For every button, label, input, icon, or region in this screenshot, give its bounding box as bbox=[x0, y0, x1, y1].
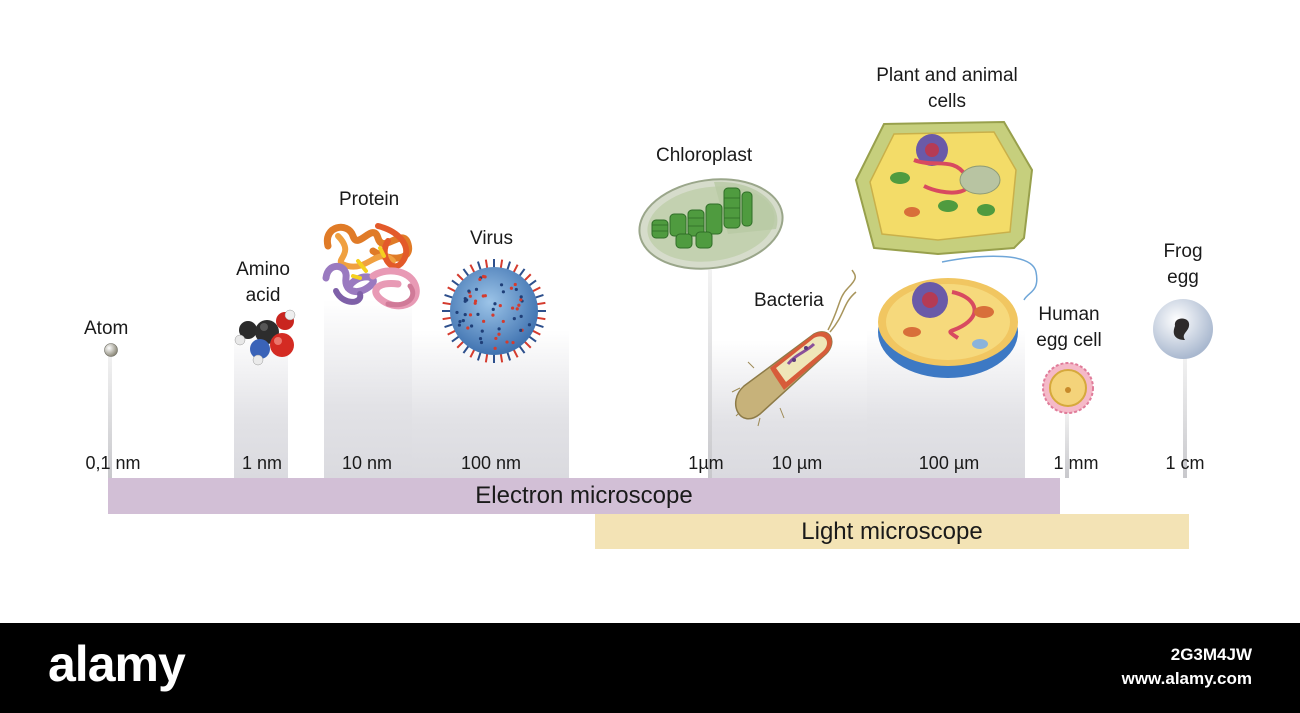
virus-dot bbox=[469, 295, 472, 298]
virus-dot bbox=[455, 311, 458, 314]
virus-dot bbox=[464, 313, 467, 316]
label-chloroplast: Chloroplast bbox=[656, 143, 752, 169]
scale-label-1cm: 1 cm bbox=[1165, 453, 1204, 474]
human-egg-cell-icon bbox=[1038, 360, 1098, 416]
virus-dot bbox=[528, 323, 531, 326]
virus-dot bbox=[482, 275, 485, 278]
label-frog-egg-line2: egg bbox=[1155, 265, 1211, 291]
scale-label-10um: 10 µm bbox=[772, 453, 822, 474]
virus-dot bbox=[476, 313, 479, 316]
footer-bar: alamy 2G3M4JW www.alamy.com bbox=[0, 623, 1300, 713]
virus-dot bbox=[480, 341, 483, 344]
scale-label-100nm: 100 nm bbox=[461, 453, 521, 474]
virus-dot bbox=[464, 300, 467, 303]
virus-dot bbox=[466, 326, 469, 329]
chloroplast-icon bbox=[636, 174, 786, 274]
amino-acid-icon bbox=[232, 308, 298, 370]
virus-dot bbox=[513, 317, 516, 320]
virus-dot bbox=[517, 304, 520, 307]
frog-egg-icon bbox=[1151, 298, 1215, 360]
electron-microscope-label: Electron microscope bbox=[475, 482, 692, 510]
label-plant-animal-line1: Plant and animal bbox=[862, 63, 1032, 89]
virus-dot bbox=[499, 304, 502, 307]
column-protein bbox=[324, 300, 412, 478]
protein-icon bbox=[318, 216, 422, 312]
label-amino-acid: Amino acid bbox=[228, 257, 298, 309]
virus-dot bbox=[516, 307, 519, 310]
label-protein: Protein bbox=[339, 187, 399, 213]
virus-dot bbox=[519, 329, 522, 332]
virus-dot bbox=[458, 320, 461, 323]
electron-microscope-bar: Electron microscope bbox=[108, 478, 1060, 514]
label-atom: Atom bbox=[84, 316, 128, 342]
virus-dot bbox=[482, 320, 485, 323]
virus-dot bbox=[475, 288, 478, 291]
virus-dot bbox=[462, 319, 465, 322]
virus-dot bbox=[502, 290, 505, 293]
virus-dot bbox=[458, 323, 461, 326]
virus-dot bbox=[520, 315, 523, 318]
label-amino-acid-line1: Amino bbox=[228, 257, 298, 283]
virus-dot bbox=[474, 299, 477, 302]
scale-label-1nm: 1 nm bbox=[242, 453, 282, 474]
footer-logo: alamy bbox=[48, 635, 185, 693]
footer-image-id: 2G3M4JW bbox=[1171, 645, 1252, 665]
virus-dot bbox=[481, 330, 484, 333]
virus-dot bbox=[492, 308, 495, 311]
virus-dot bbox=[515, 288, 518, 291]
virus-dot bbox=[514, 283, 517, 286]
virus-dot bbox=[478, 278, 481, 281]
label-plant-animal-line2: cells bbox=[862, 89, 1032, 115]
virus-dot bbox=[500, 283, 503, 286]
plant-cell-icon bbox=[854, 120, 1036, 260]
virus-icon bbox=[437, 256, 551, 366]
label-frog-egg-line1: Frog bbox=[1155, 239, 1211, 265]
scale-label-0-1nm: 0,1 nm bbox=[85, 453, 140, 474]
scale-label-10nm: 10 nm bbox=[342, 453, 392, 474]
scale-label-1um: 1µm bbox=[688, 453, 723, 474]
virus-dot bbox=[505, 340, 508, 343]
virus-dot bbox=[469, 313, 472, 316]
label-amino-acid-line2: acid bbox=[228, 283, 298, 309]
scale-label-1mm: 1 mm bbox=[1054, 453, 1099, 474]
virus-dot bbox=[511, 341, 514, 344]
footer-url: www.alamy.com bbox=[1122, 669, 1252, 689]
virus-dot bbox=[491, 314, 494, 317]
virus-dot bbox=[519, 298, 522, 301]
virus-dot bbox=[494, 347, 497, 350]
scale-label-100um: 100 µm bbox=[919, 453, 979, 474]
virus-dot bbox=[470, 324, 473, 327]
virus-dot bbox=[467, 290, 470, 293]
light-microscope-bar: Light microscope bbox=[595, 514, 1189, 549]
virus-dot bbox=[511, 306, 514, 309]
stick-chloroplast bbox=[708, 270, 712, 478]
virus-dot bbox=[493, 302, 496, 305]
virus-dot bbox=[494, 337, 497, 340]
virus-dot bbox=[498, 327, 501, 330]
virus-dot bbox=[484, 294, 487, 297]
animal-cell-icon bbox=[872, 252, 1044, 384]
light-microscope-label: Light microscope bbox=[801, 518, 982, 546]
virus-dot bbox=[479, 337, 482, 340]
label-plant-animal-cells: Plant and animal cells bbox=[862, 63, 1032, 115]
virus-dot bbox=[502, 320, 505, 323]
virus-dot bbox=[520, 295, 523, 298]
label-frog-egg: Frog egg bbox=[1155, 239, 1211, 291]
label-virus: Virus bbox=[470, 226, 513, 252]
bacteria-icon bbox=[730, 268, 862, 428]
atom-icon bbox=[103, 342, 119, 358]
virus-dot bbox=[510, 287, 513, 290]
virus-dot bbox=[497, 333, 500, 336]
